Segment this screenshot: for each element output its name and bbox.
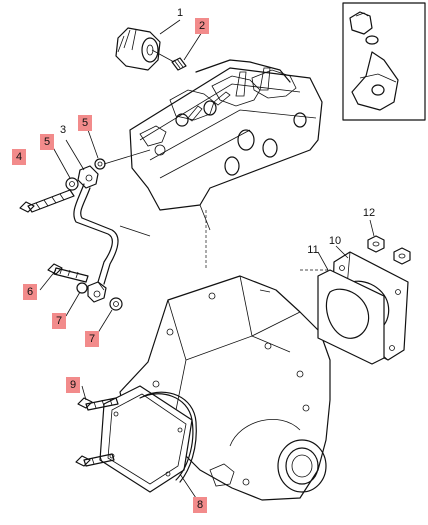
callout-2: 2: [195, 18, 209, 34]
callout-12: 12: [362, 207, 376, 219]
callout-10: 10: [328, 235, 342, 247]
oil-pipe: [73, 183, 151, 285]
callout-5-upper-left: 5: [40, 134, 54, 150]
callout-1: 1: [176, 7, 184, 19]
callout-7-right: 7: [85, 331, 99, 347]
lower-banjo-fitting: [65, 281, 123, 337]
filter-nipple: [151, 49, 187, 71]
nuts-12: [367, 219, 411, 265]
flange-gasket: [317, 269, 385, 365]
callout-3: 3: [59, 124, 67, 136]
callout-11: 11: [307, 244, 319, 256]
callout-8: 8: [193, 497, 207, 513]
oil-filter: [115, 27, 161, 71]
callout-4: 4: [12, 149, 26, 165]
callout-9: 9: [66, 377, 80, 393]
gasket-ring: [139, 391, 197, 483]
callout-5-upper-right: 5: [78, 115, 92, 131]
bolt-6: [39, 263, 89, 291]
callout-6: 6: [23, 284, 37, 300]
cylinder-head: [129, 59, 323, 231]
bolt-4: [19, 189, 75, 213]
callout-7-left: 7: [52, 313, 66, 329]
cover-bolts: [75, 385, 119, 467]
banjo-fitting: [65, 158, 106, 191]
inset-detail-box: [342, 2, 426, 121]
